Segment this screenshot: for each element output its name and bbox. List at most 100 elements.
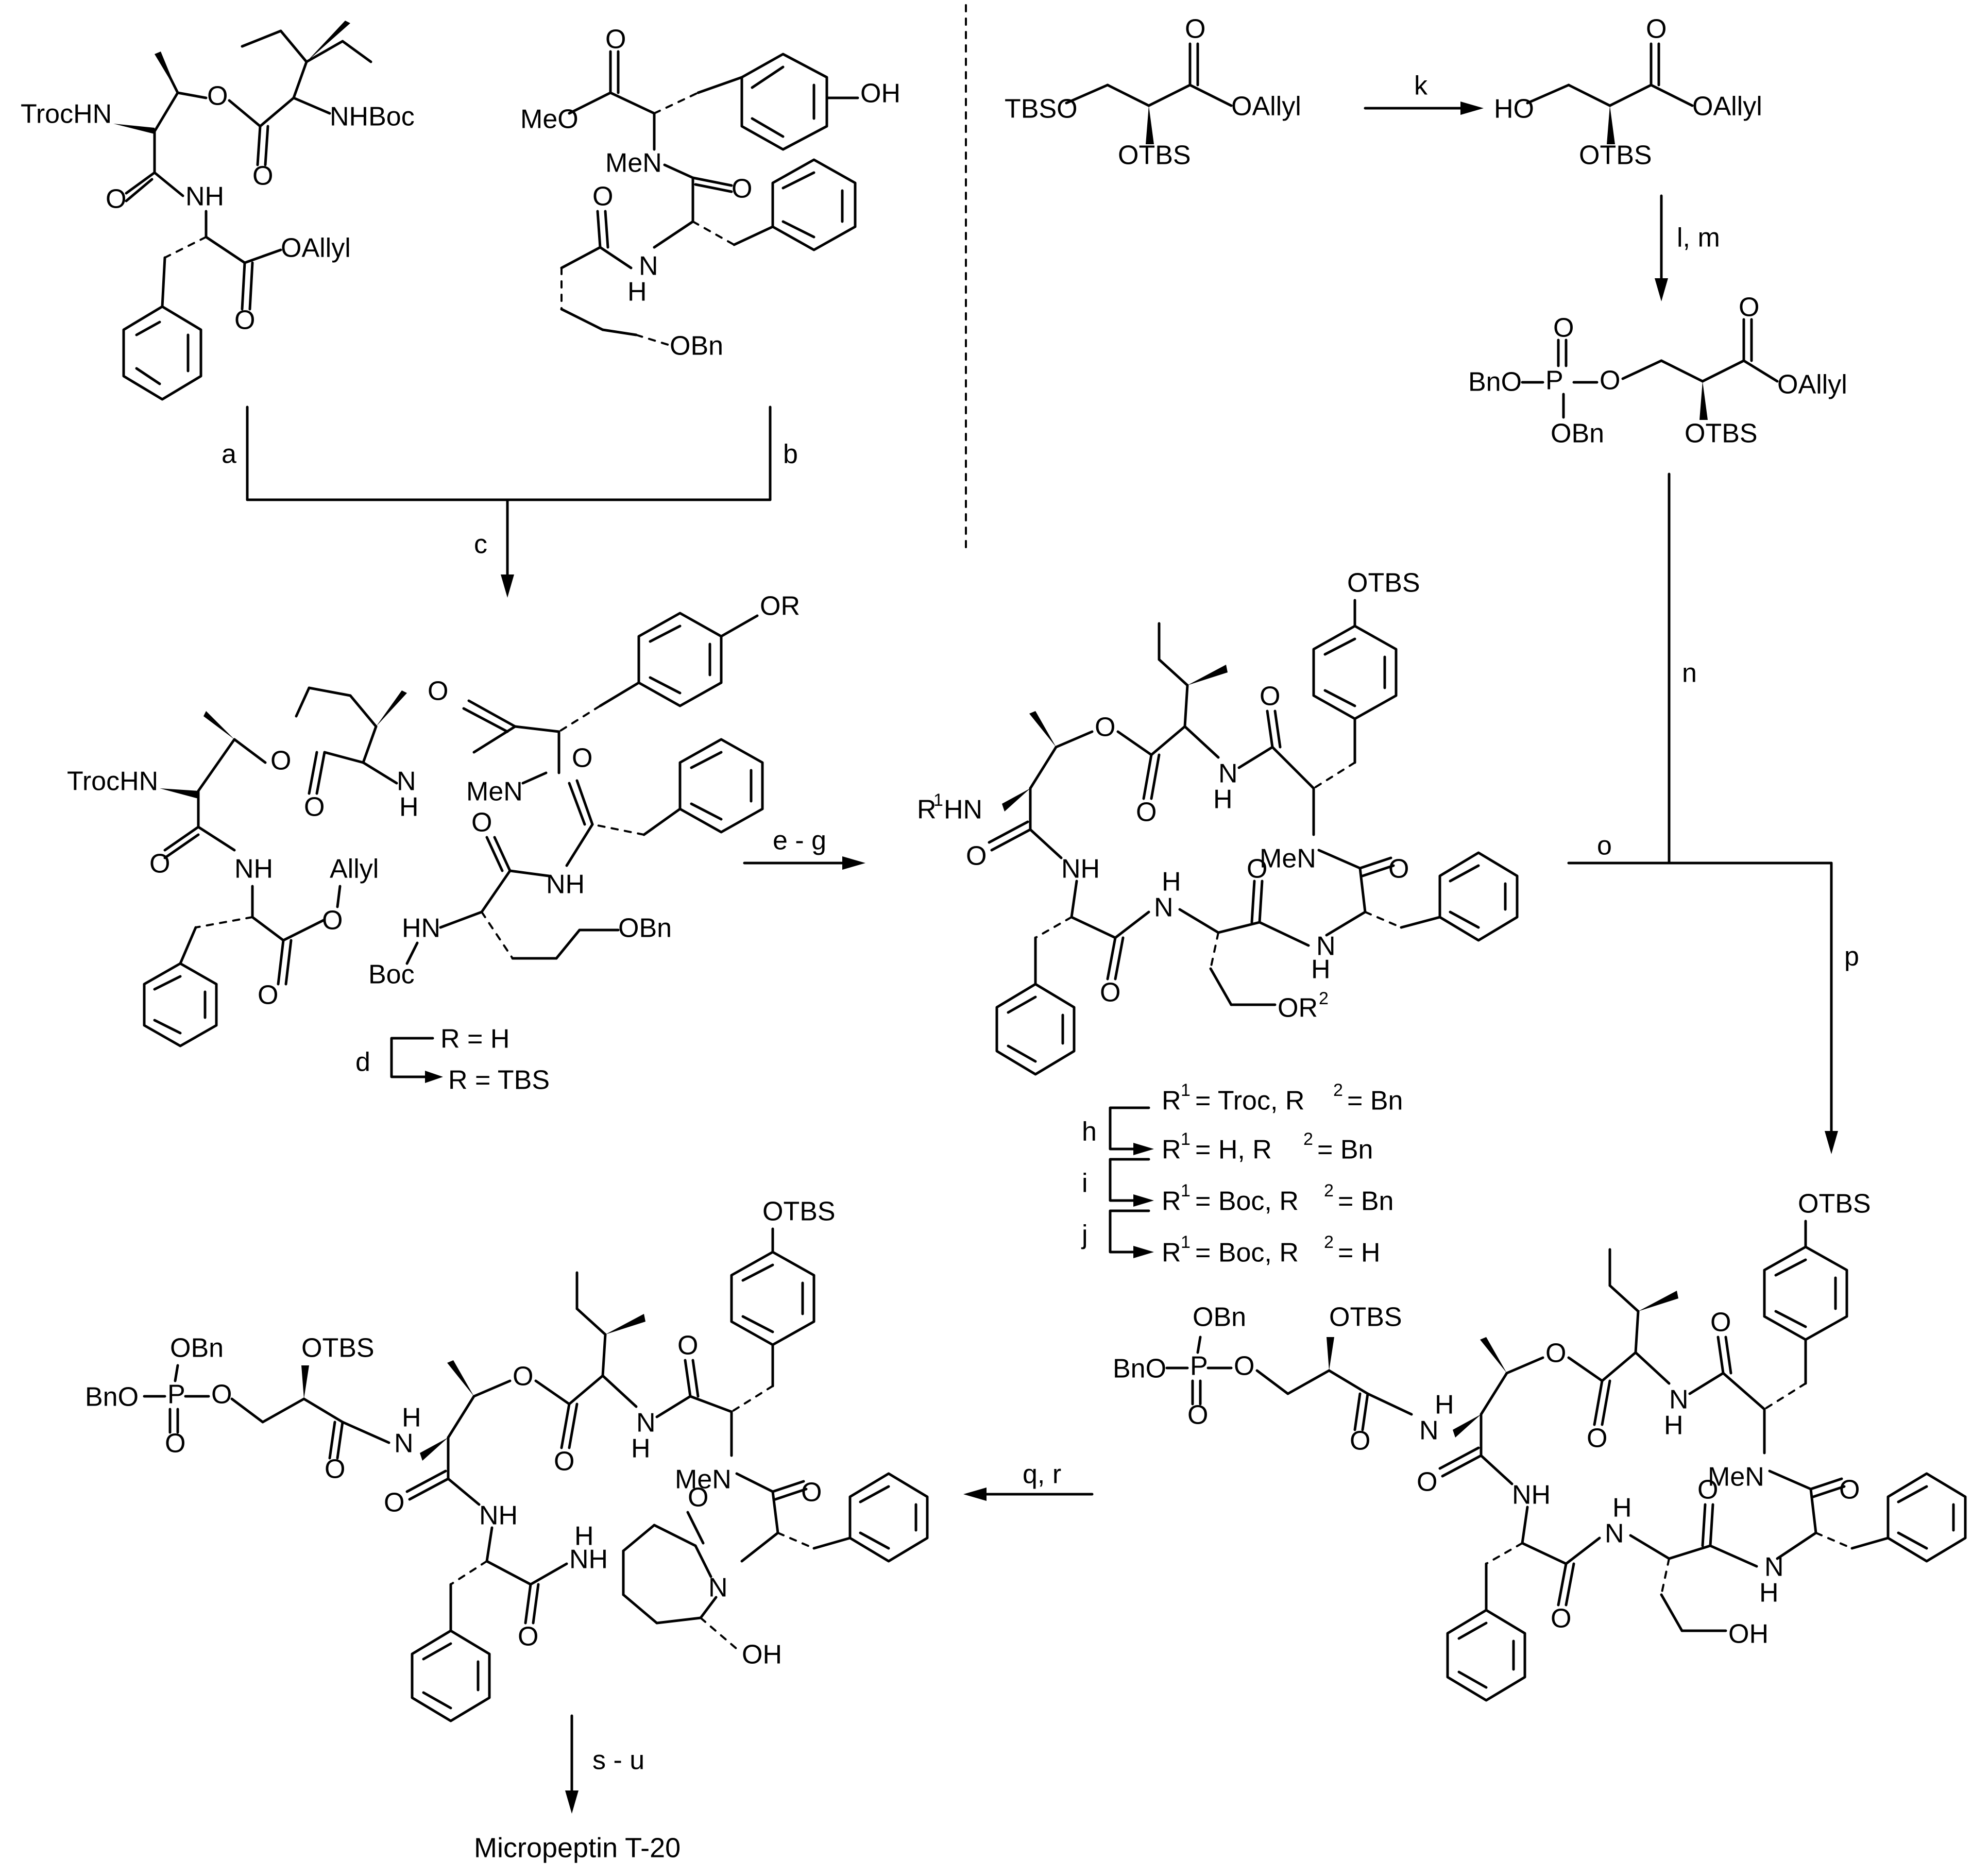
subst-h-from-r: R [1162,1086,1181,1116]
reagent-a: a [222,440,236,469]
merge-abc: a b c [222,405,798,598]
label-o-br-ester: O [1545,1339,1566,1368]
label-trochn: TrocHN [21,99,112,129]
label-o-phos1-ester: O [1600,366,1620,396]
subst-j-to-sup2: 2 [1324,1232,1334,1252]
label-obn-mid: OBn [618,914,672,943]
label-nh-bl-4: N [636,1408,656,1438]
arrow-qr: q, r [963,1460,1094,1501]
label-nh-mid-3: NH [546,870,585,900]
label-o-mid-5: O [471,808,492,838]
label-o-mid-2: O [149,849,170,879]
subst-d-to: R = TBS [448,1066,550,1095]
merge-nop: n o p [1567,472,1859,1154]
label-o-phos1-carbonyl: O [1739,293,1759,323]
arrow-su: s - u [565,1714,644,1814]
reagent-j: j [1081,1220,1088,1250]
structure-tbso-serine: TBSO OTBS O OAllyl [1005,14,1301,171]
label-bno-phos1: BnO [1468,367,1522,397]
label-otbs-mid: OTBS [1347,568,1420,598]
structure-macrocycle-r1-r2: OTBS MeN O N H O OR 2 N H [917,568,1519,1076]
label-ho: HO [1494,94,1534,124]
arrow-lm: l, m [1655,194,1720,301]
label-tbso: TBSO [1005,94,1078,124]
label-o-phos1-top: O [1553,313,1574,343]
label-o-bl-phos: O [211,1380,232,1410]
label-otbs-ser1: OTBS [1118,141,1191,171]
label-h-bl-4: H [631,1434,651,1464]
subst-j-to-r2: = H [1338,1238,1380,1268]
label-otbs-bl: OTBS [762,1197,836,1227]
structure-dipeptide-ester: TrocHN O O NHBoc O NH OAllyl O [21,21,415,401]
subst-i-to-sup1: 1 [1181,1181,1191,1201]
label-p-phos1: P [1545,366,1563,396]
structure-linear-depsipeptide: OR MeN O N H O O TrocHN O NH [67,591,800,1047]
label-o-bl-5: O [677,1331,698,1361]
label-nh-mid-1: N [397,767,416,797]
arrow-eg: e - g [743,826,865,870]
label-o-bl-p: O [165,1429,185,1459]
subst-h-from-r1: = Troc, R [1195,1086,1304,1116]
label-otbs-br: OTBS [1798,1189,1871,1219]
reagent-b: b [783,440,798,469]
label-otbs-phos1: OTBS [1685,419,1758,449]
label-o-mid-1: O [428,677,448,706]
label-nh-br-1: N [1764,1552,1784,1582]
label-h-r-2: H [1162,867,1181,897]
label-h-br-1: H [1759,1578,1779,1608]
reagent-eg: e - g [773,826,826,856]
structure-ho-serine: HO OTBS O OAllyl [1494,14,1762,171]
subst-i-to-sup2: 2 [1324,1181,1334,1201]
final-product-name: Micropeptin T-20 [474,1832,681,1863]
label-men-r: MeN [1260,844,1316,874]
label-nh-bl-ring: NH [569,1545,608,1575]
subst-h-to-r1: = H, R [1195,1135,1272,1165]
label-o-bl-ester: O [513,1362,533,1392]
label-o-tyr-amide: O [732,174,752,204]
label-oallyl-ser2: OAllyl [1692,92,1762,122]
label-h-br-4: H [1664,1411,1684,1441]
label-obn-top: OBn [670,331,723,361]
label-or2: OR [1278,993,1318,1023]
label-o-orn: O [592,182,613,212]
label-o-r-ester: O [1095,713,1115,742]
label-nh-phe: N [639,251,658,281]
label-n-br-amide: N [1419,1416,1439,1446]
label-men-top: MeN [605,148,662,178]
label-o-bl-4: O [554,1447,574,1477]
label-h-r-4: H [1213,785,1233,815]
label-o-mid-ester: O [270,746,291,776]
label-oallyl-phos1: OAllyl [1777,370,1847,400]
label-otbs-br-ser: OTBS [1329,1303,1402,1332]
label-o-r-2: O [1247,854,1267,884]
arrow-k: k [1364,71,1484,115]
label-o-bl-2: O [518,1622,538,1652]
label-obn-phos1: OBn [1551,419,1604,449]
label-hn-boc: HN [402,914,440,943]
label-h-br-amide: H [1435,1390,1454,1420]
subst-h-to-sup2: 2 [1303,1129,1313,1149]
label-nh-br-3: NH [1512,1480,1551,1510]
reagent-h: h [1082,1117,1097,1147]
label-bno-br-p: BnO [1113,1354,1166,1384]
label-r1hn: R [917,795,937,825]
label-o-r-6: O [1260,682,1280,712]
reagent-n: n [1682,658,1697,688]
label-nh-r-1: N [1316,932,1336,961]
reagent-su: s - u [592,1746,644,1776]
reagent-p: p [1844,942,1859,972]
structure-tyrosine-tripeptide: MeO O OH MeN O N H O [520,25,900,361]
label-o-bl-lactam: O [688,1483,708,1513]
label-trochn-mid: TrocHN [67,767,158,797]
label-o-br-p: O [1187,1400,1208,1430]
label-o-br-3: O [1551,1604,1571,1634]
label-nh-amide: NH [185,182,224,212]
label-boc-mid: Boc [368,960,415,990]
label-oh-tyr: OH [860,79,900,109]
label-otbs-bl-ser: OTBS [301,1333,375,1363]
label-o-ser1: O [1185,14,1205,44]
label-r1hn-sup: 1 [933,790,943,810]
label-nh-br-2: N [1605,1519,1624,1549]
label-o-br-6: O [1710,1308,1731,1338]
